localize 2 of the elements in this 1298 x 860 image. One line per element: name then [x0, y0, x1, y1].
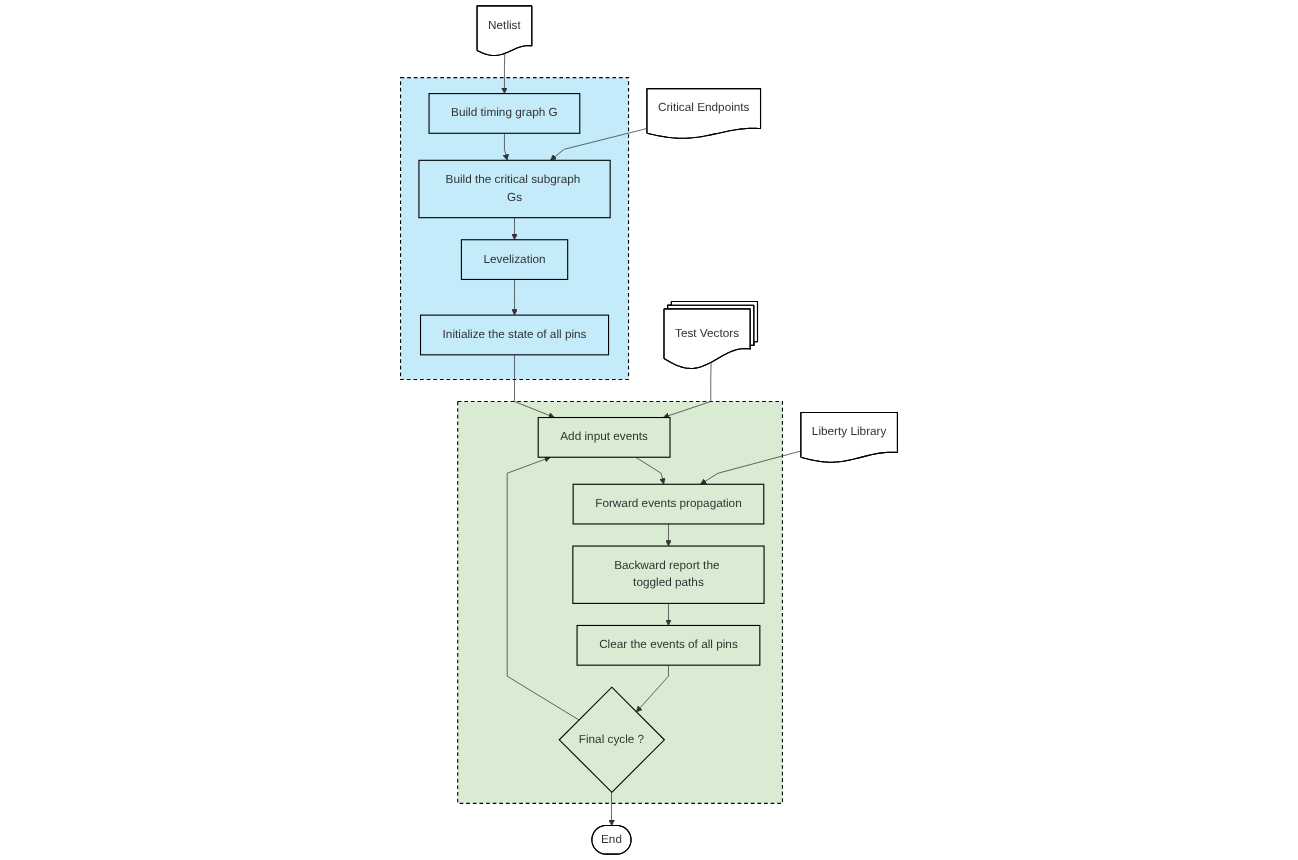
cluster	[400, 77, 630, 380]
cluster	[457, 400, 783, 804]
